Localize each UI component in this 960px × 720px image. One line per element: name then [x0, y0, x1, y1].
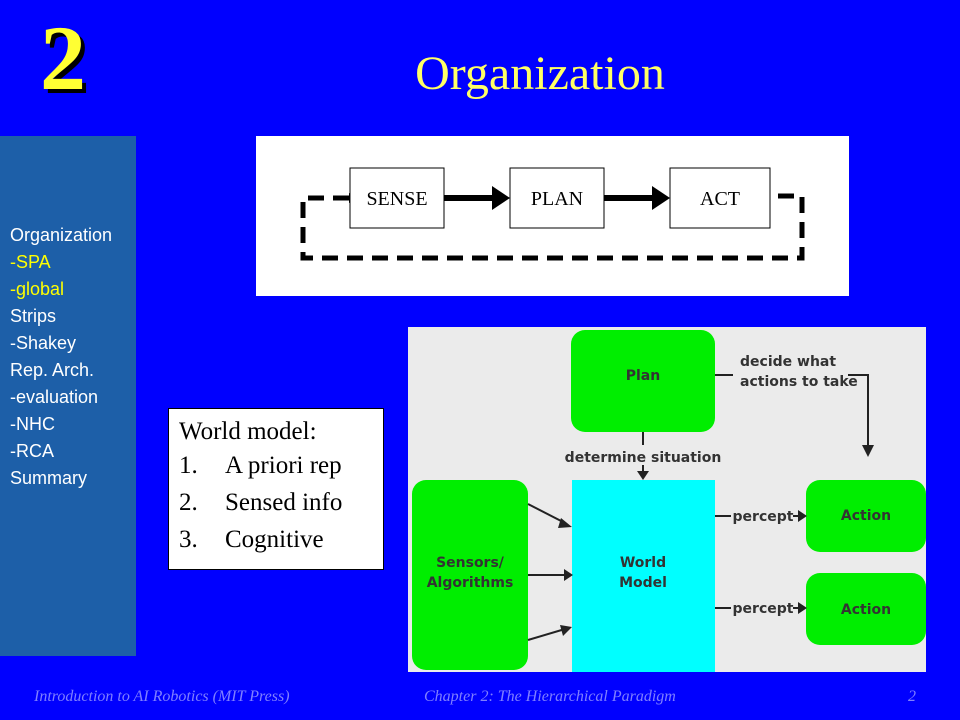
sense-plan-act-diagram: SENSE PLAN ACT — [256, 136, 849, 296]
sidebar-item-strips[interactable]: Strips — [10, 306, 57, 326]
footer-book-title: Introduction to AI Robotics (MIT Press) — [34, 688, 290, 705]
world-model-node-label-line1: World — [620, 555, 666, 571]
determine-situation-label: determine situation — [565, 450, 722, 466]
hierarchical-architecture-diagram: Plan World Model Sensors/ Algorithms Act… — [408, 327, 926, 672]
action-node-1 — [806, 480, 926, 552]
sensor-link-1 — [527, 503, 566, 524]
sidebar-item-global[interactable]: -global — [10, 279, 65, 299]
list-number: 2. — [179, 489, 198, 516]
feedback-loop-dashed-line — [300, 193, 805, 261]
list-item-text: Cognitive — [225, 526, 324, 553]
percept-2-arrowhead-icon — [798, 602, 807, 614]
plan-to-act-arrow-icon — [652, 186, 670, 210]
world-model-node-label-line2: Model — [619, 575, 667, 591]
footer-page-number: 2 — [908, 688, 916, 705]
world-model-list: 1. A priori rep 2. Sensed info 3. Cognitive — [179, 447, 383, 558]
sidebar-item-rep-arch[interactable]: Rep. Arch. — [10, 360, 95, 380]
sense-box-label: SENSE — [366, 188, 427, 210]
sidebar-item-summary[interactable]: Summary — [10, 468, 88, 488]
sidebar-item-shakey[interactable]: -Shakey — [10, 333, 77, 353]
sidebar-item-organization[interactable]: Organization — [10, 225, 113, 245]
list-number: 3. — [179, 526, 198, 553]
sensors-node-label-line2: Algorithms — [427, 575, 514, 591]
act-box-label: ACT — [700, 188, 740, 210]
sense-to-plan-arrow-icon — [492, 186, 510, 210]
chapter-number: 2 — [40, 7, 86, 109]
plan-box-label: PLAN — [531, 188, 583, 210]
action-node-1-label: Action — [841, 508, 891, 524]
sidebar: Organization -SPA -global Strips -Shakey… — [0, 136, 136, 656]
act-box — [669, 167, 771, 229]
determine-arrowhead-icon — [637, 471, 649, 480]
sensor-link-3 — [527, 628, 566, 641]
list-number: 1. — [179, 452, 198, 479]
action-node-2-label: Action — [841, 602, 891, 618]
percept-2-label: percept — [733, 601, 794, 617]
footer-chapter-title: Chapter 2: The Hierarchical Paradigm — [424, 688, 676, 705]
sensor-arrowhead-icon — [564, 569, 573, 581]
plan-node-label: Plan — [626, 368, 660, 384]
sidebar-item-rca[interactable]: -RCA — [10, 441, 54, 461]
sidebar-item-evaluation[interactable]: -evaluation — [10, 387, 99, 407]
sensor-arrowhead-icon — [560, 625, 572, 636]
sensors-node — [412, 480, 528, 670]
list-item-text: A priori rep — [225, 452, 342, 479]
spa-diagram-canvas: SENSE PLAN ACT — [300, 167, 805, 261]
sensors-node-label-line1: Sensors/ — [436, 555, 505, 571]
slide-title: Organization — [415, 47, 665, 100]
sensor-arrowhead-icon — [558, 518, 572, 528]
hierarchy-diagram-canvas: Plan World Model Sensors/ Algorithms Act… — [412, 330, 926, 672]
world-model-item: 1. A priori rep — [179, 447, 383, 484]
world-model-callout: World model: 1. A priori rep 2. Sensed inf… — [168, 408, 384, 570]
decide-label-line1: decide what — [740, 354, 836, 370]
plan-box — [509, 167, 605, 229]
world-model-node — [572, 480, 715, 672]
sidebar-outline: Organization -SPA -global Strips -Shakey… — [10, 222, 112, 492]
world-model-item: 3. Cognitive — [179, 521, 383, 558]
world-model-heading: World model: — [179, 418, 317, 445]
decide-label-line2: actions to take — [740, 374, 858, 390]
sidebar-item-spa[interactable]: -SPA — [10, 252, 51, 272]
world-model-item: 2. Sensed info — [179, 484, 383, 521]
sidebar-item-nhc[interactable]: -NHC — [10, 414, 55, 434]
decide-connector — [848, 374, 869, 447]
plan-node — [571, 330, 715, 432]
percept-1-label: percept — [733, 509, 794, 525]
percept-1-arrowhead-icon — [798, 510, 807, 522]
action-node-2 — [806, 573, 926, 645]
decide-arrowhead-icon — [862, 445, 874, 457]
list-item-text: Sensed info — [225, 489, 343, 516]
